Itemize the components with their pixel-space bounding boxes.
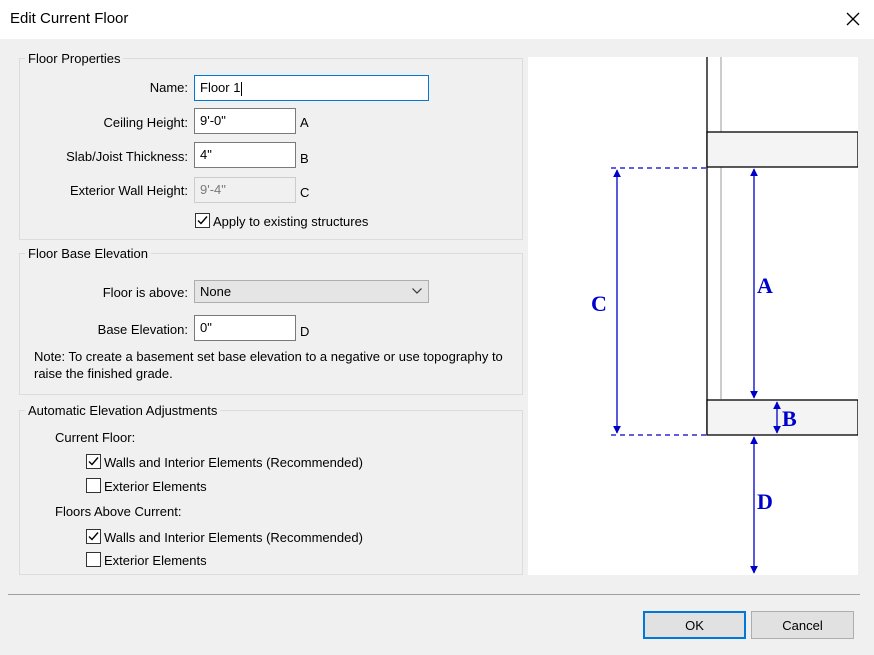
apply-existing-checkbox[interactable] bbox=[195, 213, 210, 228]
slab-thickness-field[interactable]: 4" bbox=[194, 142, 296, 168]
current-exterior-checkbox[interactable] bbox=[86, 478, 101, 493]
current-walls-label[interactable]: Walls and Interior Elements (Recommended… bbox=[104, 455, 363, 470]
floor-section-diagram: C A B D bbox=[528, 57, 858, 575]
ceiling-height-label: Ceiling Height: bbox=[103, 115, 188, 130]
cancel-button[interactable]: Cancel bbox=[751, 611, 854, 639]
window-title: Edit Current Floor bbox=[10, 10, 129, 27]
name-field-value: Floor 1 bbox=[200, 80, 241, 95]
upper-slab bbox=[706, 131, 858, 168]
close-button[interactable] bbox=[838, 4, 868, 34]
name-label: Name: bbox=[149, 80, 188, 95]
current-exterior-label[interactable]: Exterior Elements bbox=[104, 479, 207, 494]
apply-existing-label[interactable]: Apply to existing structures bbox=[213, 214, 369, 229]
footer-separator bbox=[8, 594, 860, 595]
name-field[interactable]: Floor 1 bbox=[194, 75, 429, 101]
exterior-wall-height-field: 9'-4" bbox=[194, 177, 296, 203]
ok-button[interactable]: OK bbox=[643, 611, 746, 639]
close-icon bbox=[846, 12, 860, 26]
chevron-down-icon bbox=[412, 288, 422, 294]
section-diagram-svg: C A B D bbox=[591, 57, 858, 574]
exterior-wall-height-label: Exterior Wall Height: bbox=[70, 183, 188, 198]
above-exterior-checkbox[interactable] bbox=[86, 552, 101, 567]
title-bar bbox=[0, 0, 874, 39]
label-b: B bbox=[782, 406, 797, 431]
base-elevation-letter: D bbox=[300, 324, 310, 339]
floor-base-group-label: Floor Base Elevation bbox=[25, 246, 151, 261]
auto-adjust-group bbox=[19, 410, 523, 575]
exterior-wall-height-letter: C bbox=[300, 185, 310, 200]
label-a: A bbox=[757, 273, 773, 298]
lower-slab bbox=[706, 399, 858, 436]
floor-properties-group-label: Floor Properties bbox=[25, 51, 124, 66]
checkmark-icon bbox=[197, 216, 208, 225]
above-walls-checkbox[interactable] bbox=[86, 529, 101, 544]
checkmark-icon bbox=[88, 457, 99, 466]
label-c: C bbox=[591, 291, 607, 316]
base-elevation-field[interactable]: 0" bbox=[194, 315, 296, 341]
above-exterior-label[interactable]: Exterior Elements bbox=[104, 553, 207, 568]
label-d: D bbox=[757, 489, 773, 514]
auto-adjust-group-label: Automatic Elevation Adjustments bbox=[25, 403, 221, 418]
floor-above-value: None bbox=[200, 284, 232, 299]
floors-above-label: Floors Above Current: bbox=[55, 504, 182, 519]
ceiling-height-field[interactable]: 9'-0" bbox=[194, 108, 296, 134]
slab-thickness-letter: B bbox=[300, 151, 309, 166]
floor-above-label: Floor is above: bbox=[102, 285, 188, 300]
basement-note: Note: To create a basement set base elev… bbox=[34, 349, 503, 381]
slab-thickness-label: Slab/Joist Thickness: bbox=[66, 149, 188, 164]
checkmark-icon bbox=[88, 532, 99, 541]
ceiling-height-letter: A bbox=[300, 115, 309, 130]
above-walls-label[interactable]: Walls and Interior Elements (Recommended… bbox=[104, 530, 363, 545]
current-walls-checkbox[interactable] bbox=[86, 454, 101, 469]
current-floor-label: Current Floor: bbox=[55, 430, 136, 445]
floor-above-dropdown[interactable]: None bbox=[194, 280, 429, 303]
floor-base-group bbox=[19, 253, 523, 395]
base-elevation-label: Base Elevation: bbox=[97, 322, 188, 337]
floor-properties-group bbox=[19, 58, 523, 240]
